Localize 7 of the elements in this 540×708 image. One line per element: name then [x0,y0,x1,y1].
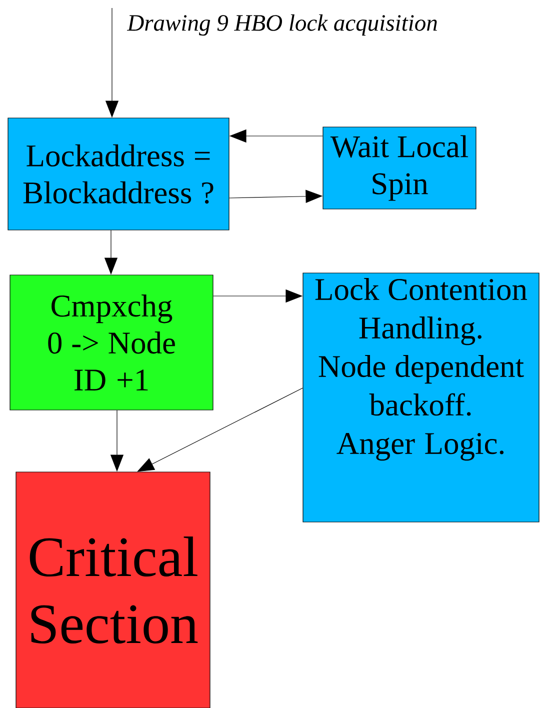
process-box: Wait Local Spin [322,126,476,210]
decision-box: Lockaddress = Blockaddress ? [8,118,230,230]
process-box: Lock Contention Handling. Node dependent backoff. Anger Logic. [302,272,540,522]
process-box: Critical Section [16,472,210,708]
title: Drawing 9 HBO lock acquisition [126,14,437,36]
process-box: Cmpxchg 0 -> Node ID +1 [10,274,214,410]
arrow [137,388,303,472]
